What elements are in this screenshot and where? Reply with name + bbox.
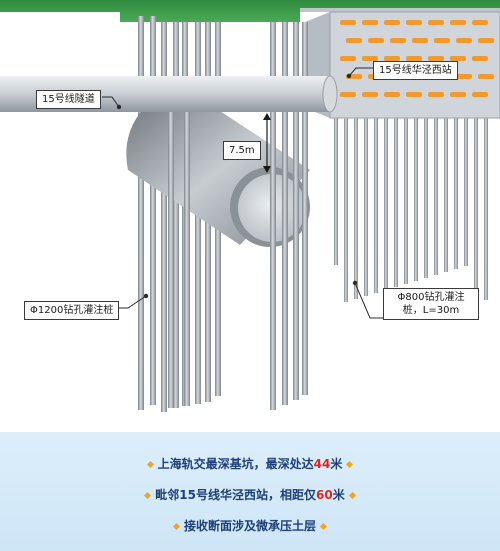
caption-2-pre: 毗邻15号线华泾西站，相距仅 — [155, 488, 316, 502]
bored-pile — [138, 16, 144, 410]
station-pile — [484, 118, 488, 300]
rebar-bundle — [384, 56, 400, 61]
rebar-bundle — [472, 56, 488, 61]
pile-800-label-line2: 桩，L=30m — [402, 305, 460, 316]
bored-pile — [173, 22, 179, 408]
station-pile — [384, 118, 388, 290]
bored-pile — [150, 16, 156, 405]
caption-1-value: 44 — [313, 457, 331, 471]
caption-line-1: 上海轨交最深基坑，最深处达44米 — [0, 455, 500, 472]
rebar-bundle — [362, 56, 378, 61]
front-pile — [293, 22, 299, 400]
front-pile — [302, 22, 308, 395]
rebar-bundle — [384, 20, 400, 25]
rebar-bundle — [478, 74, 494, 79]
caption-2-post: 米 — [332, 488, 345, 502]
front-piles — [168, 22, 308, 410]
front-pile — [184, 110, 190, 406]
rebar-bundle — [456, 74, 472, 79]
station-pile — [464, 118, 468, 266]
rebar-bundle — [406, 20, 422, 25]
caption-line-2: 毗邻15号线华泾西站，相距仅60米 — [0, 486, 500, 503]
pile-1200-label: Φ1200钻孔灌注桩 — [24, 301, 120, 320]
rebar-bundle — [406, 56, 422, 61]
bullet-icon — [346, 460, 354, 469]
station-pile — [404, 118, 408, 284]
rebar-bundle — [406, 92, 422, 97]
rebar-bundle — [384, 92, 400, 97]
station-pile — [414, 118, 418, 281]
rebar-bundle — [340, 20, 356, 25]
caption-3-text: 接收断面涉及微承压土层 — [183, 519, 316, 533]
rebar-bundle — [428, 20, 444, 25]
station-pile — [454, 118, 458, 269]
front-pile — [168, 110, 174, 408]
caption-1-post: 米 — [330, 457, 343, 471]
rebar-bundle — [456, 38, 472, 43]
station-pile — [344, 118, 348, 302]
rebar-bundle — [368, 38, 384, 43]
rebar-bundle — [450, 92, 466, 97]
rebar-bundle — [434, 38, 450, 43]
station-label: 15号线华泾西站 — [373, 61, 458, 80]
front-pile — [282, 22, 288, 405]
rebar-bundle — [412, 38, 428, 43]
pile-800-label-line1: Φ800钻孔灌注 — [397, 292, 465, 303]
rebar-bundle — [428, 56, 444, 61]
station-pile — [444, 118, 448, 272]
rebar-bundle — [428, 92, 444, 97]
station-pile — [424, 118, 428, 278]
bored-pile — [161, 22, 167, 412]
bullet-icon — [319, 522, 328, 531]
ground-surface — [0, 0, 500, 22]
station-pile — [334, 118, 338, 265]
station-pile — [374, 118, 378, 293]
rebar-bundle — [450, 56, 466, 61]
rebar-bundle — [362, 20, 378, 25]
rebar-bundle — [472, 20, 488, 25]
front-pile — [270, 22, 276, 410]
rebar-bundle — [340, 56, 356, 61]
rebar-bundle — [362, 92, 378, 97]
marker-station — [346, 73, 352, 79]
ground-slab — [300, 8, 500, 12]
rebar-bundle — [450, 20, 466, 25]
marker-pile-800 — [352, 280, 358, 286]
tunnel-label: 15号线隧道 — [36, 90, 101, 109]
caption-line-3: 接收断面涉及微承压土层 — [0, 517, 500, 534]
station-pile — [354, 118, 358, 299]
caption-2-value: 60 — [315, 488, 333, 502]
rebar-bundle — [340, 92, 356, 97]
marker-tunnel — [116, 104, 122, 110]
bullet-icon — [146, 460, 154, 469]
bullet-icon — [348, 491, 356, 500]
station-pile — [434, 118, 438, 275]
bullet-icon — [172, 522, 181, 531]
rebar-bundle — [472, 92, 488, 97]
station-piles — [334, 118, 488, 303]
distance-label: 7.5m — [223, 141, 261, 160]
station-pile — [364, 118, 368, 296]
bullet-icon — [144, 491, 152, 500]
rebar-bundle — [478, 38, 494, 43]
rebar-bundle — [390, 38, 406, 43]
station-pile — [394, 118, 398, 287]
rebar-bundle — [346, 38, 362, 43]
caption-1-pre: 上海轨交最深基坑，最深处达 — [157, 457, 314, 471]
tunnel-diagram — [0, 0, 500, 412]
station-pile — [474, 118, 478, 303]
distance-dimension — [263, 113, 271, 173]
pile-800-label: Φ800钻孔灌注 桩，L=30m — [383, 288, 479, 320]
caption-panel: 上海轨交最深基坑，最深处达44米 毗邻15号线华泾西站，相距仅60米 接收断面涉… — [0, 432, 500, 551]
marker-pile-1200 — [143, 293, 149, 299]
